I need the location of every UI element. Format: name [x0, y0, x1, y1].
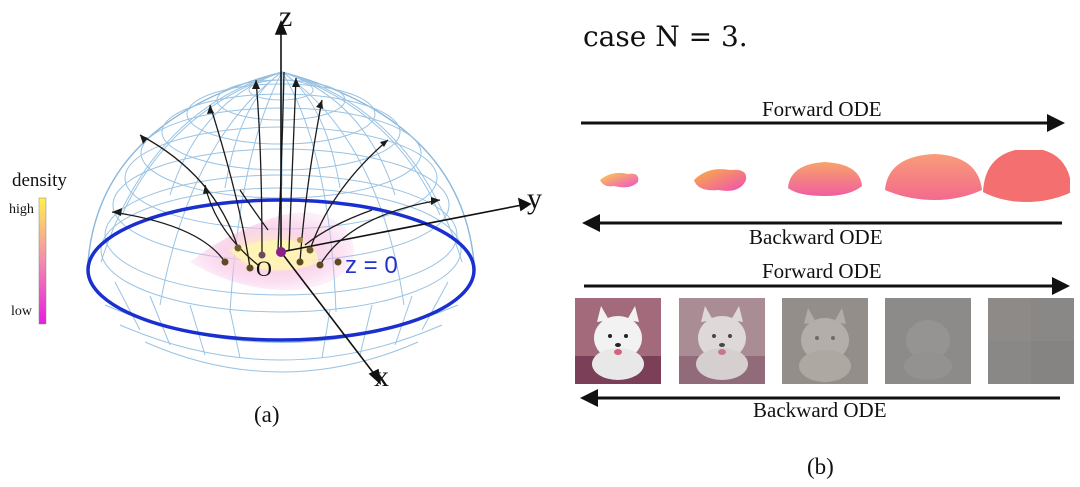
- image-tile-3: [782, 298, 868, 384]
- image-tile-2: [679, 298, 765, 384]
- row1-density-shapes: [600, 150, 1070, 202]
- axes: [274, 19, 532, 386]
- origin-label: O: [256, 256, 272, 281]
- legend-low: low: [11, 304, 32, 319]
- image-tile-5: [988, 298, 1074, 384]
- row2-backward-label: Backward ODE: [753, 398, 887, 422]
- shape-1: [600, 172, 639, 188]
- hemisphere-diagram: [38, 19, 532, 386]
- row2-forward-arrow: [584, 277, 1070, 295]
- z-axis-label: z: [279, 0, 293, 33]
- row1-backward-arrow: [582, 214, 1062, 232]
- charge-points: [221, 237, 342, 272]
- shape-3: [788, 162, 862, 196]
- legend-high: high: [9, 202, 34, 217]
- image-tile-1: [575, 298, 661, 384]
- image-tile-4: [885, 298, 971, 384]
- row1-forward-label: Forward ODE: [762, 97, 882, 121]
- plane-label: z = 0: [345, 252, 398, 279]
- header-text: case N = 3.: [583, 20, 748, 53]
- density-blob: [190, 212, 354, 291]
- row1-forward-arrow: [581, 114, 1065, 132]
- shape-2: [694, 169, 747, 191]
- caption-b: (b): [807, 454, 834, 479]
- row2-backward-arrow: [580, 389, 1060, 407]
- row1-backward-label: Backward ODE: [749, 225, 883, 249]
- header-text-content: case N = 3.: [583, 20, 748, 53]
- field-arrowheads: [112, 78, 440, 216]
- caption-a: (a): [254, 402, 280, 427]
- shape-4: [885, 154, 982, 200]
- legend-title: density: [12, 170, 67, 191]
- y-axis-label: y: [527, 182, 542, 215]
- x-axis-label: x: [374, 360, 389, 393]
- density-colorbar: [38, 197, 47, 325]
- row2-forward-label: Forward ODE: [762, 259, 882, 283]
- shape-5: [983, 150, 1070, 202]
